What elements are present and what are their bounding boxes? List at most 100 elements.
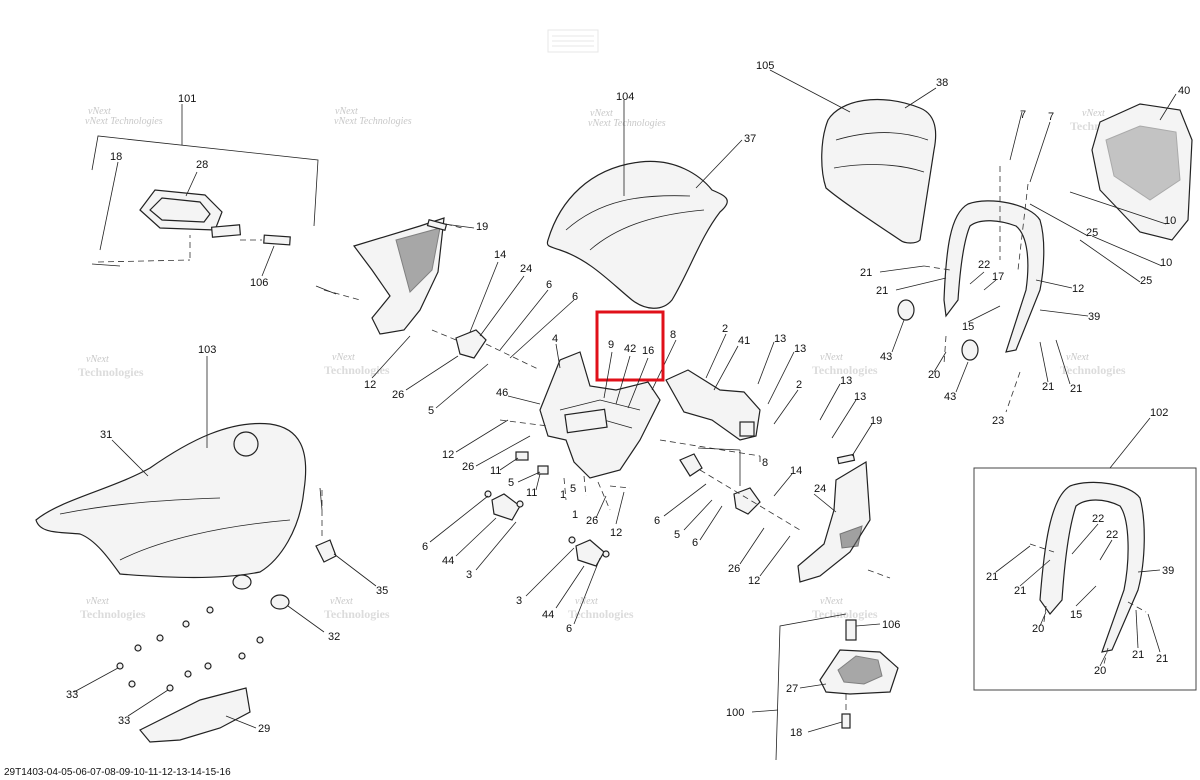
callout-42: 42	[624, 343, 636, 355]
callout-20: 20	[1032, 623, 1044, 635]
callout-13: 13	[854, 391, 866, 403]
callout-12: 12	[748, 575, 760, 587]
callout-21: 21	[1156, 653, 1168, 665]
callout-4: 4	[552, 333, 558, 345]
callout-21: 21	[1132, 649, 1144, 661]
callout-43: 43	[944, 391, 956, 403]
watermark: vNext	[1066, 352, 1089, 363]
callout-23: 23	[992, 415, 1004, 427]
callout-5: 5	[508, 477, 514, 489]
callout-1: 1	[572, 509, 578, 521]
watermark: vNext	[88, 106, 111, 117]
callout-40: 40	[1178, 85, 1190, 97]
fasteners-33	[116, 606, 264, 692]
watermark: Technologies	[324, 363, 390, 377]
callout-14: 14	[790, 465, 802, 477]
highlight-box: 9 42 16	[595, 310, 665, 409]
callout-38: 38	[936, 77, 948, 89]
callout-12: 12	[1072, 283, 1084, 295]
callout-106: 106	[250, 277, 268, 289]
callout-20: 20	[928, 369, 940, 381]
watermark: Technologies	[80, 607, 146, 621]
callout-33: 33	[118, 715, 130, 727]
callout-6: 6	[422, 541, 428, 553]
right-frame-assembly: 2 41 13 13 2 13 13 8 6 5 6 14 26 12	[654, 323, 891, 587]
watermark: Technologies	[1060, 363, 1126, 377]
callout-13: 13	[774, 333, 786, 345]
callout-16: 16	[642, 345, 654, 357]
group-100-footrest: 100 106 27 18	[726, 613, 900, 761]
callout-101: 101	[178, 93, 196, 105]
callout-11: 11	[526, 487, 537, 499]
callout-18: 18	[110, 151, 122, 163]
callout-46: 46	[496, 387, 508, 399]
callout-20: 20	[1094, 665, 1106, 677]
callout-21: 21	[876, 285, 888, 297]
callout-22: 22	[1092, 513, 1104, 525]
part-105-backrest: 105 38	[756, 60, 948, 244]
watermark: vNext	[86, 596, 109, 607]
part-104-seat: 104 37	[546, 91, 756, 309]
watermark: vNext Technologies	[85, 116, 163, 127]
callout-41: 41	[738, 335, 750, 347]
callout-14: 14	[494, 249, 506, 261]
callout-26: 26	[462, 461, 474, 473]
callout-19: 19	[870, 415, 882, 427]
faint-logo-stamp	[547, 29, 599, 53]
callout-21: 21	[986, 571, 998, 583]
callout-25: 25	[1086, 227, 1098, 239]
callout-9: 9	[608, 339, 614, 351]
callout-10: 10	[1160, 257, 1172, 269]
callout-37: 37	[744, 133, 756, 145]
callout-22: 22	[1106, 529, 1118, 541]
callout-7: 7	[1020, 109, 1026, 121]
watermark: Technologies	[568, 607, 634, 621]
watermark: vNext	[1082, 108, 1105, 119]
part-103-seat: 103 31 35 32 33 33	[35, 344, 388, 743]
backrest-frame-assembly: 7 7 10 10 25 25 21 21 22 17 12 15 39 43 …	[860, 109, 1176, 427]
callout-35: 35	[376, 585, 388, 597]
callout-10: 10	[1164, 215, 1176, 227]
callout-33: 33	[66, 689, 78, 701]
callout-32: 32	[328, 631, 340, 643]
watermark: Technologies	[78, 365, 144, 379]
watermark: vNext	[330, 596, 353, 607]
callout-1: 1	[560, 489, 566, 501]
watermark: vNext Technologies	[334, 116, 412, 127]
callout-6: 6	[546, 279, 552, 291]
callout-104: 104	[616, 91, 634, 103]
callout-6: 6	[692, 537, 698, 549]
part-40-cover: 40	[1091, 85, 1193, 241]
callout-12: 12	[442, 449, 454, 461]
watermark: Technologies	[812, 363, 878, 377]
callout-26: 26	[392, 389, 404, 401]
callout-22: 22	[978, 259, 990, 271]
callout-12: 12	[364, 379, 376, 391]
callout-15: 15	[1070, 609, 1082, 621]
callout-29: 29	[258, 723, 270, 735]
callout-27: 27	[786, 683, 798, 695]
callout-28: 28	[196, 159, 208, 171]
callout-39: 39	[1162, 565, 1174, 577]
callout-5: 5	[674, 529, 680, 541]
callout-8: 8	[762, 457, 768, 469]
callout-17: 17	[992, 271, 1004, 283]
watermark: vNext	[820, 596, 843, 607]
callout-13: 13	[840, 375, 852, 387]
callout-3: 3	[516, 595, 522, 607]
callout-19: 19	[476, 221, 488, 233]
callout-21: 21	[1042, 381, 1054, 393]
callout-26: 26	[586, 515, 598, 527]
callout-39: 39	[1088, 311, 1100, 323]
callout-21: 21	[1014, 585, 1026, 597]
watermark: vNext	[575, 596, 598, 607]
callout-43: 43	[880, 351, 892, 363]
watermark: vNext	[86, 354, 109, 365]
callout-44: 44	[542, 609, 554, 621]
callout-6: 6	[566, 623, 572, 635]
watermark: vNext	[820, 352, 843, 363]
callout-102: 102	[1150, 407, 1168, 419]
callout-2: 2	[722, 323, 728, 335]
callout-13: 13	[794, 343, 806, 355]
